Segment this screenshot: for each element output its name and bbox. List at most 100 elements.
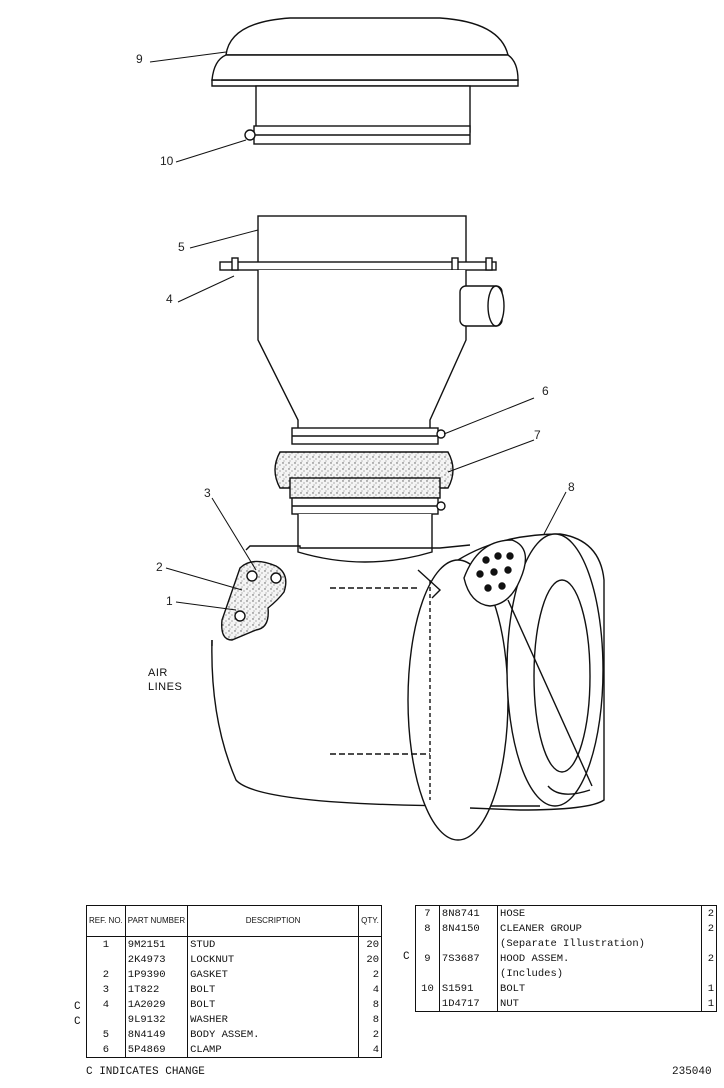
qty-cell: 4 xyxy=(358,1042,382,1058)
qty-cell xyxy=(700,966,717,981)
qty-cell: 1 xyxy=(700,981,717,996)
gasket-plate xyxy=(221,560,287,641)
callout-7: 7 xyxy=(534,428,541,442)
qty-cell: 1 xyxy=(700,996,717,1012)
description-cell: BOLT xyxy=(497,981,702,996)
part-number-cell: 9L9132 xyxy=(124,1012,188,1027)
qty-cell: 2 xyxy=(700,905,717,921)
description-cell: BOLT xyxy=(187,997,359,1012)
part-number-cell: 7S3687 xyxy=(438,951,498,966)
callout-4: 4 xyxy=(166,292,173,306)
air-cleaner-body xyxy=(211,533,605,841)
part-number-cell: 1T822 xyxy=(124,982,188,997)
description-cell: HOOD ASSEM. xyxy=(497,951,702,966)
body-assembly xyxy=(219,215,505,431)
qty-cell: 2 xyxy=(700,921,717,936)
change-marker: C xyxy=(74,1016,81,1028)
callout-8: 8 xyxy=(568,480,575,494)
callout-1: 1 xyxy=(166,594,173,608)
description-cell: STUD xyxy=(187,936,359,952)
ref-cell: 7 xyxy=(424,907,431,920)
ref-cell: 1 xyxy=(102,938,110,951)
table-row: (Includes) xyxy=(416,966,717,981)
header-ref-no: REF. NO. xyxy=(86,905,126,937)
callout-2: 2 xyxy=(156,560,163,574)
description-cell: BOLT xyxy=(187,982,359,997)
table-row: (Separate Illustration) xyxy=(416,936,717,951)
figure-number: 235040 xyxy=(672,1066,712,1078)
ref-cell xyxy=(416,936,440,951)
part-number-cell: 1P9390 xyxy=(124,967,188,982)
hose-and-clamps xyxy=(274,427,454,563)
description-cell: CLAMP xyxy=(187,1042,359,1058)
callout-5: 5 xyxy=(178,240,185,254)
callout-3: 3 xyxy=(204,486,211,500)
description-cell: CLEANER GROUP xyxy=(497,921,702,936)
change-marker: C xyxy=(403,951,410,963)
ref-cell: 2 xyxy=(102,968,110,981)
ref-cell: 3 xyxy=(102,983,110,996)
description-cell: BODY ASSEM. xyxy=(187,1027,359,1042)
qty-cell: 2 xyxy=(358,1027,382,1042)
hood-assembly xyxy=(211,17,519,133)
part-number-cell: 8N4149 xyxy=(124,1027,188,1042)
header-qty: QTY. xyxy=(358,905,382,937)
part-number-cell: 1A2029 xyxy=(124,997,188,1012)
leader-lines xyxy=(149,51,567,611)
ref-cell: 5 xyxy=(102,1028,110,1041)
qty-cell: 8 xyxy=(358,1012,382,1027)
part-number-cell: 1D4717 xyxy=(438,996,498,1012)
change-marker: C xyxy=(74,1001,81,1013)
description-cell: NUT xyxy=(497,996,702,1012)
callout-9: 9 xyxy=(136,52,143,66)
ref-cell: 9 xyxy=(424,952,431,965)
part-number-cell: 8N4150 xyxy=(438,921,498,936)
part-number-cell: 9M2151 xyxy=(124,936,188,952)
exploded-parts-drawing xyxy=(149,17,605,841)
part-number-cell xyxy=(438,936,498,951)
air-lines-line2: LINES xyxy=(148,681,183,693)
qty-cell: 8 xyxy=(358,997,382,1012)
description-cell: (Includes) xyxy=(497,966,702,981)
qty-cell: 20 xyxy=(358,952,382,967)
qty-cell: 2 xyxy=(358,967,382,982)
ref-cell xyxy=(87,952,126,967)
change-legend: C INDICATES CHANGE xyxy=(86,1066,205,1078)
description-cell: (Separate Illustration) xyxy=(497,936,702,951)
header-part-number: PART NUMBER xyxy=(124,905,188,937)
ref-cell: 6 xyxy=(102,1043,110,1056)
part-number-cell: S1591 xyxy=(438,981,498,996)
part-number-cell xyxy=(438,966,498,981)
header-description: DESCRIPTION xyxy=(187,905,359,937)
ref-cell xyxy=(416,966,440,981)
perforated-cover xyxy=(463,539,527,607)
ref-cell: 8 xyxy=(424,922,431,935)
callout-6: 6 xyxy=(542,384,549,398)
ref-cell xyxy=(87,1012,126,1027)
part-number-cell: 8N8741 xyxy=(438,905,498,921)
qty-cell: 20 xyxy=(358,936,382,952)
air-lines-label: AIR LINES xyxy=(148,666,182,694)
parts-table-left: REF. NO. PART NUMBER DESCRIPTION QTY. 1 9… xyxy=(86,905,382,1058)
description-cell: LOCKNUT xyxy=(187,952,359,967)
qty-cell xyxy=(700,936,717,951)
ref-cell: 4 xyxy=(102,998,110,1011)
ref-cell: 10 xyxy=(421,982,434,995)
description-cell: WASHER xyxy=(187,1012,359,1027)
qty-cell: 4 xyxy=(358,982,382,997)
part-number-cell: 5P4869 xyxy=(124,1042,188,1058)
